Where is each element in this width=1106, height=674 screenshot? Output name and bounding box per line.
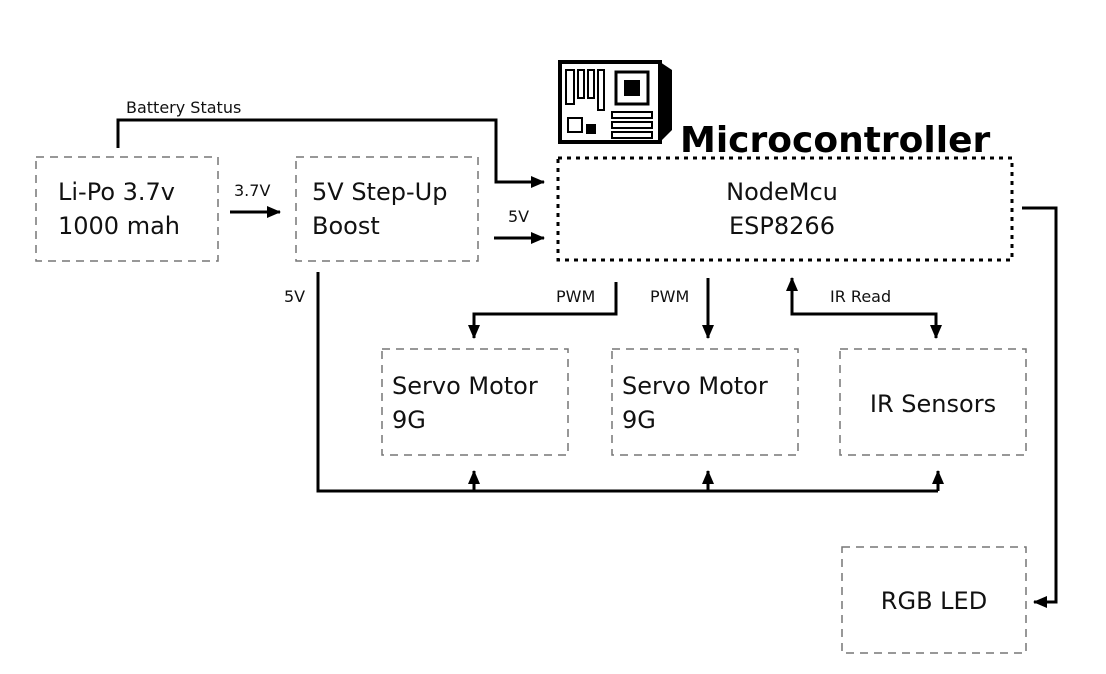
boost-line2: Boost [312,212,380,240]
rgb-led-block: RGB LED [841,546,1027,654]
servo1-line1: Servo Motor [392,372,538,400]
v5-mcu-label: 5V [508,207,529,226]
servo1-block: Servo Motor 9G [381,348,569,456]
ir-read-label: IR Read [830,287,891,306]
battery-line2: 1000 mah [58,212,180,240]
mcu-line1: NodeMcu [726,178,838,206]
battery-line1: Li-Po 3.7v [58,178,175,206]
pwm1-label: PWM [556,287,595,306]
boost-block: 5V Step-Up Boost [295,156,479,262]
servo2-line1: Servo Motor [622,372,768,400]
servo2-line2: 9G [622,406,656,434]
mcu-line2: ESP8266 [729,212,835,240]
diagram-title: Microcontroller [680,120,990,161]
battery-status-label: Battery Status [126,98,241,117]
ir-sensors-label: IR Sensors [870,390,996,418]
pwm2-label: PWM [650,287,689,306]
v5-bus-label: 5V [284,287,305,306]
motherboard-icon [558,60,672,144]
servo2-block: Servo Motor 9G [611,348,799,456]
ir-sensors-block: IR Sensors [839,348,1027,456]
boost-line1: 5V Step-Up [312,178,447,206]
servo1-line2: 9G [392,406,426,434]
rgb-led-label: RGB LED [881,587,987,615]
v37-label: 3.7V [234,181,270,200]
battery-block: Li-Po 3.7v 1000 mah [35,156,219,262]
mcu-block: NodeMcu ESP8266 [556,156,1014,262]
